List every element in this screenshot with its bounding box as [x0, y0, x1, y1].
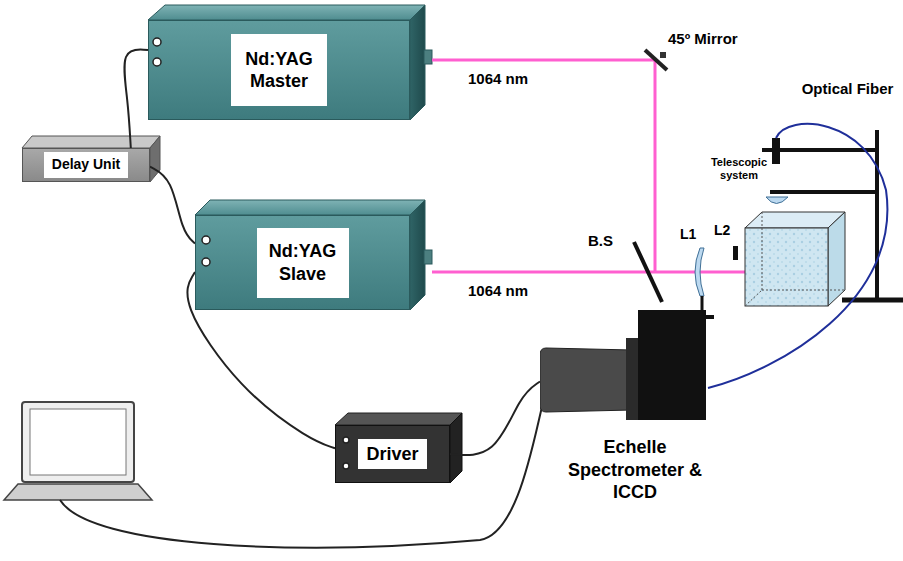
node-label: Nd:YAG Master	[231, 34, 327, 106]
node-label: Echelle Spectrometer & ICCD	[555, 436, 715, 504]
mirror-45	[645, 50, 667, 70]
driver-box: Driver	[335, 425, 450, 483]
fiber-holder	[772, 138, 780, 164]
master-laser-housing	[148, 5, 432, 120]
laser-beam	[432, 60, 792, 272]
laptop	[4, 402, 152, 500]
part-name: L1	[680, 226, 696, 242]
spectrometer-outline	[540, 310, 706, 420]
annotation-label: 45º Mirror	[668, 30, 738, 47]
slave-laser-housing	[195, 200, 432, 310]
node-label: Delay Unit	[44, 152, 128, 178]
laser-box: Nd:YAG Slave	[195, 215, 410, 310]
spectrometer-body	[540, 348, 632, 412]
iccd-camera	[638, 310, 706, 420]
usb-cable	[60, 395, 545, 547]
telescope-lens	[766, 197, 788, 204]
spectrometer-box: Echelle Spectrometer & ICCD	[540, 310, 706, 420]
node-label: Driver	[358, 439, 426, 470]
lens-l1	[690, 248, 714, 317]
annotation-label: B.S	[588, 232, 613, 249]
holder-stand	[762, 130, 903, 300]
spectrometer-flange	[626, 338, 640, 420]
part-name: L2	[714, 222, 730, 238]
delay-unit-housing	[22, 136, 160, 182]
delay-unit-box: Delay Unit	[22, 148, 150, 182]
annotation-label: Telescopic system	[708, 156, 770, 181]
beam-splitter	[634, 242, 662, 302]
sample-cuvette	[745, 212, 845, 306]
cable	[124, 49, 148, 148]
lens-l2	[733, 246, 738, 260]
annotation-label: 1064 nm	[468, 70, 528, 87]
optical-fiber	[708, 124, 887, 388]
annotation-label: 1064 nm	[468, 282, 528, 299]
laser-box: Nd:YAG Master	[148, 20, 410, 120]
cable	[150, 167, 195, 244]
node-label: Nd:YAG Slave	[257, 228, 349, 298]
cable	[450, 382, 540, 456]
driver-housing	[335, 413, 462, 483]
annotation-label: Optical Fiber	[800, 80, 895, 97]
